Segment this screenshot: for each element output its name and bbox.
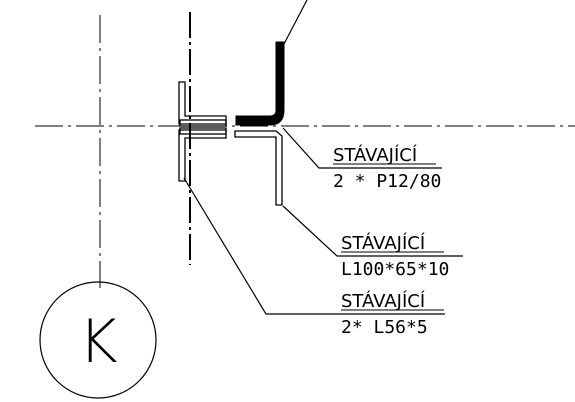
angle-l100-upper-filled [235,41,285,126]
leader-top [283,0,308,45]
callout-angle-l56-status: STÁVAJÍCÍ [341,290,425,312]
callout-angle-l100-spec: L100*65*10 [341,259,449,280]
callout-plate: STÁVAJÍCÍ 2 * P12/80 [333,144,441,192]
callout-angle-l56-spec: 2* L56*5 [341,317,428,338]
callout-angle-l100: STÁVAJÍCÍ L100*65*10 [341,232,449,280]
plate-p12-upper [179,119,227,127]
leader-plate [282,127,442,169]
grid-bubble: K [39,281,157,399]
callout-plate-status: STÁVAJÍCÍ [333,144,417,166]
angle-l100-lower [234,130,283,206]
leader-angle-l100 [282,205,463,257]
callout-angle-l100-status: STÁVAJÍCÍ [341,232,425,254]
leader-lines [183,0,463,315]
callout-plate-spec: 2 * P12/80 [333,171,441,192]
steel-profiles [178,81,283,206]
leader-angle-l56 [183,177,445,315]
plate-p12-lower [179,127,227,135]
grid-bubble-circle [39,281,157,399]
angle-l56-lower [178,129,227,182]
callout-angle-l56: STÁVAJÍCÍ 2* L56*5 [341,290,444,338]
angle-l56-upper [178,81,227,125]
grid-bubble-label: K [78,307,117,377]
